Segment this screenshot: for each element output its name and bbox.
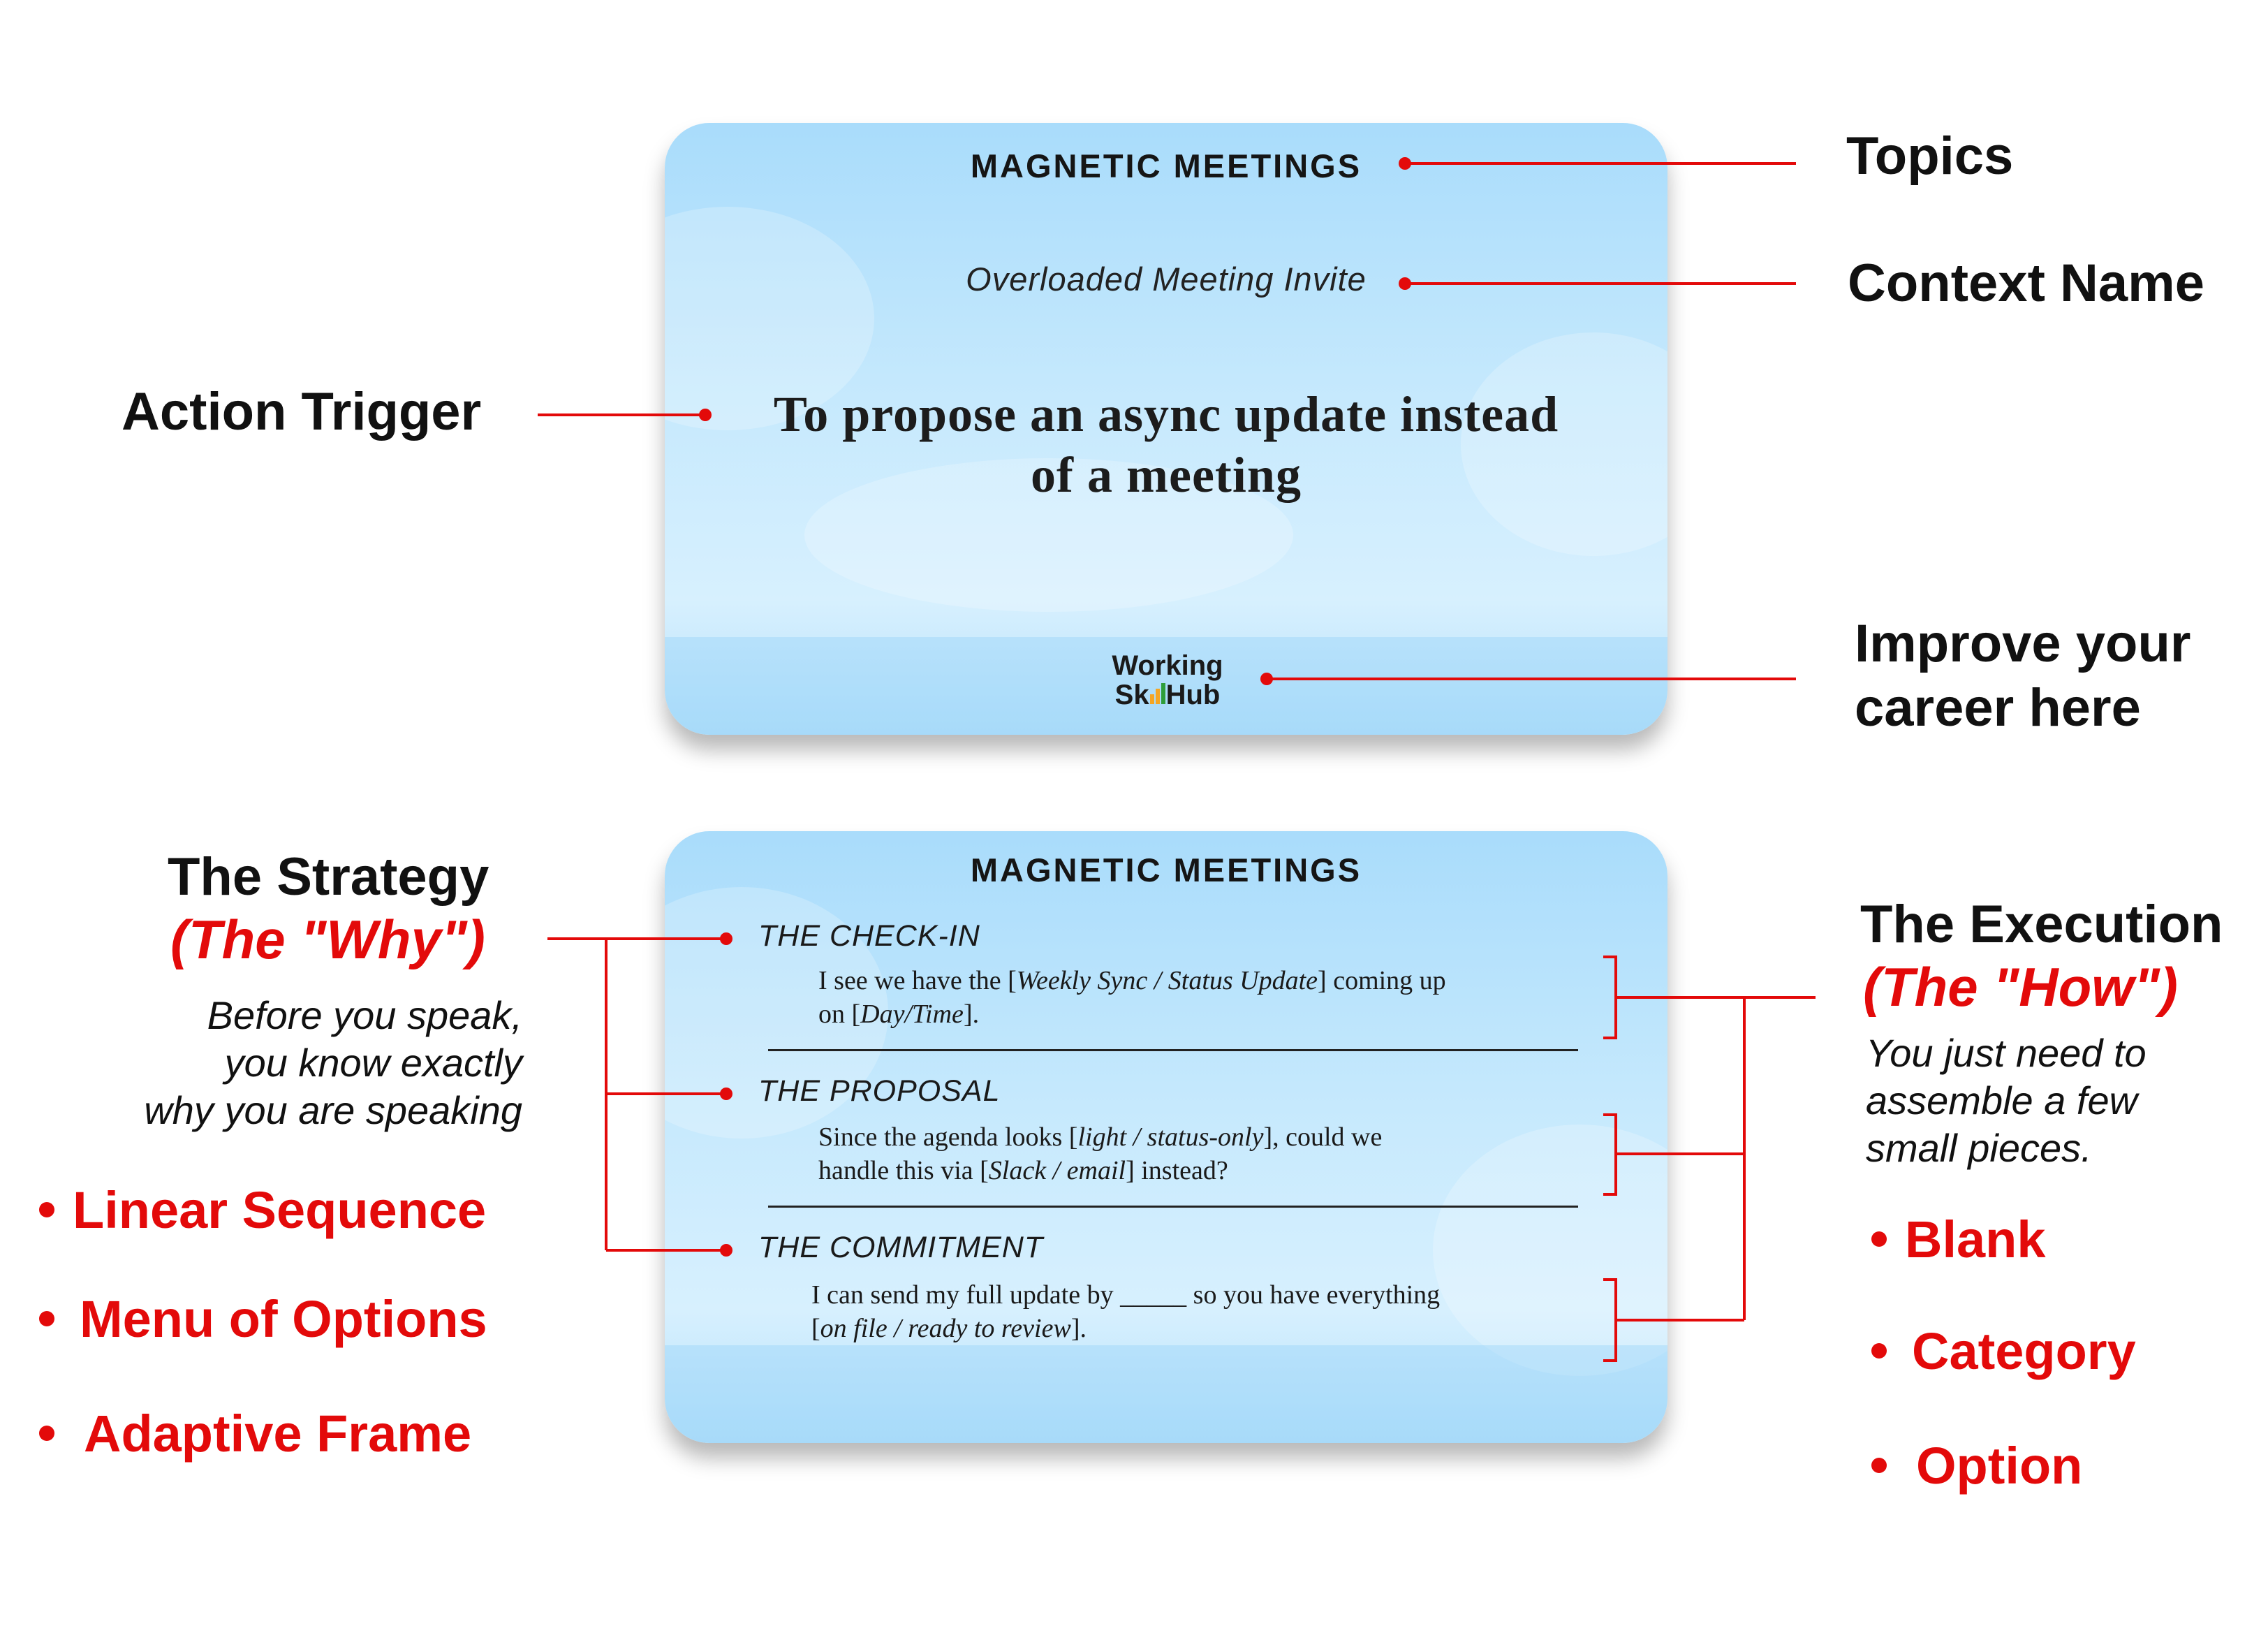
strategy-item: Linear Sequence [39,1180,486,1240]
bullet-icon [39,1311,54,1327]
workingskillhub-logo: Working Sk Hub [1105,651,1230,710]
bullet-icon [39,1202,54,1218]
front-card: MAGNETIC MEETINGS Overloaded Meeting Inv… [665,123,1667,735]
execution-item: Option [1871,1436,2082,1495]
logo-line-2b: Hub [1165,680,1221,710]
trigger-dot [699,409,712,421]
bar-chart-icon [1149,680,1166,710]
section-heading-commitment: THE COMMITMENT [758,1231,1044,1264]
logo-line-2a: Sk [1114,680,1149,710]
execution-title: The Execution [1860,895,2223,954]
label-action-trigger: Action Trigger [122,382,482,441]
career-dot [1260,673,1273,685]
strategy-item: Menu of Options [39,1289,487,1349]
section-heading-proposal: THE PROPOSAL [758,1074,1001,1108]
section-body-commitment: I can send my full update by _____ so yo… [811,1280,1441,1343]
context-dot [1399,277,1411,290]
label-improve-career: Improve your career here [1855,614,2191,738]
back-card-topic: MAGNETIC MEETINGS [970,851,1362,888]
execution-description: You just need to assemble a few small pi… [1866,1031,2146,1170]
section-body-check-in: I see we have the [Weekly Sync / Status … [818,966,1446,1029]
strategy-item: Adaptive Frame [39,1404,471,1463]
strategy-subtitle: (The "Why") [170,909,485,970]
back-card: MAGNETIC MEETINGS THE CHECK-IN I see we … [665,831,1667,1443]
front-card-topic: MAGNETIC MEETINGS [970,147,1362,184]
execution-item: Blank [1871,1210,2046,1269]
execution-item: Category [1871,1321,2136,1381]
bullet-icon [39,1426,54,1442]
trigger-line-2: of a meeting [1031,447,1302,503]
section-divider [768,1049,1578,1051]
section-heading-check-in: THE CHECK-IN [758,919,980,953]
trigger-line-1: To propose an async update instead [773,386,1559,442]
topics-dot [1399,157,1411,170]
bullet-icon [1871,1458,1887,1474]
bullet-icon [1871,1343,1887,1359]
execution-subtitle: (The "How") [1863,956,2178,1018]
label-context-name: Context Name [1848,254,2204,313]
label-topics: Topics [1846,126,2014,186]
section-divider [768,1206,1578,1208]
strategy-description: Before you speak, you know exactly why y… [144,993,522,1132]
logo-line-1: Working [1112,650,1223,681]
section-body-proposal: Since the agenda looks [light / status-o… [818,1122,1383,1185]
bullet-icon [1871,1231,1887,1247]
front-card-context: Overloaded Meeting Invite [966,261,1367,298]
strategy-title: The Strategy [168,847,489,907]
front-card-action-trigger: To propose an async update instead of a … [721,384,1612,506]
